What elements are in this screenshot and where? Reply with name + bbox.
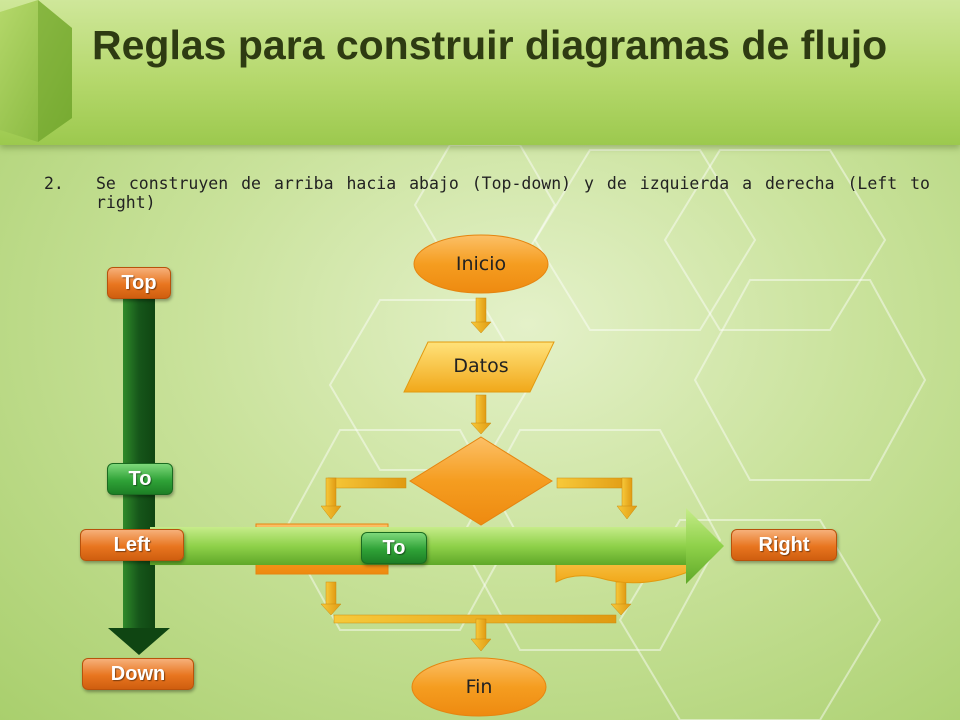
branch-left-head	[320, 505, 342, 520]
connector-arrows	[320, 297, 638, 652]
merge-horizontal	[333, 614, 617, 624]
title-band	[0, 0, 960, 145]
decision-diamond	[409, 436, 553, 526]
top-down-arrow	[108, 285, 170, 655]
merge-right-head	[610, 603, 632, 616]
down-label: Down	[82, 658, 194, 690]
merge-left-head	[320, 603, 342, 616]
data-parallelogram	[403, 341, 555, 393]
arrow-datos-decision	[475, 394, 487, 426]
start-label: Inicio	[455, 253, 507, 275]
branch-right-vertical	[621, 477, 633, 509]
rule-text: Se construyen de arriba hacia abajo (Top…	[96, 174, 930, 212]
end-label: Fin	[465, 676, 493, 698]
merge-left-vertical	[325, 581, 337, 607]
end-terminal	[411, 657, 547, 717]
branch-right-horizontal	[556, 477, 632, 489]
rule-number: 2.	[44, 174, 64, 193]
arrow-inicio-datos	[475, 297, 487, 325]
to-label-horizontal: To	[361, 532, 427, 564]
slide-title: Reglas para construir diagramas de flujo	[92, 22, 888, 68]
branch-left-vertical	[325, 477, 337, 509]
branch-right-head	[616, 505, 638, 520]
start-terminal	[413, 234, 549, 294]
rule-statement: 2. Se construyen de arriba hacia abajo (…	[44, 174, 930, 212]
right-label: Right	[731, 529, 837, 561]
arrow-merge-fin-head	[470, 638, 492, 652]
arrow-inicio-datos-head	[470, 321, 492, 334]
left-label: Left	[80, 529, 184, 561]
data-label: Datos	[453, 355, 509, 377]
branch-left-horizontal	[327, 477, 407, 489]
title-hexagon-decoration	[0, 0, 72, 142]
to-label-vertical: To	[107, 463, 173, 495]
top-label: Top	[107, 267, 171, 299]
arrow-merge-fin	[475, 618, 487, 642]
arrow-datos-decision-head	[470, 422, 492, 435]
merge-right-vertical	[615, 581, 627, 607]
